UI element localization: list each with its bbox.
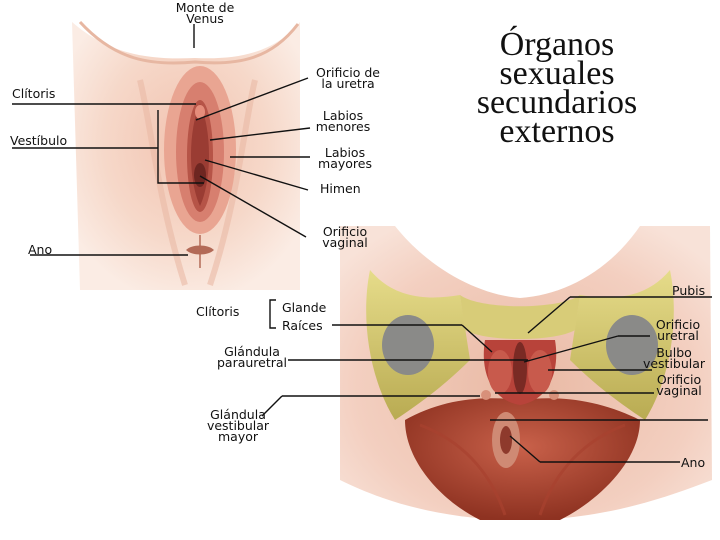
- label-monte-de-venus: Monte de Venus: [175, 0, 235, 26]
- label-himen: Himen: [320, 181, 361, 196]
- label-glande: Glande: [282, 300, 327, 315]
- label-orificio-vaginal-top: Orificio vaginal: [322, 224, 368, 250]
- label-clitoris-top: Clítoris: [12, 86, 56, 101]
- label-labios-mayores: Labios mayores: [318, 145, 372, 171]
- title-line: sexuales: [499, 55, 615, 92]
- label-bulbo-vestibular: Bulbo vestibular: [642, 345, 706, 371]
- title-line: externos: [499, 113, 615, 150]
- title-line: secundarios: [476, 84, 638, 121]
- label-glandula-parauretral: Glándula parauretral: [216, 344, 288, 370]
- pelvic-view-illustration: [340, 226, 712, 520]
- label-ano-top: Ano: [28, 242, 53, 257]
- title-line: Órganos: [499, 26, 615, 63]
- label-orificio-vaginal-bottom: Orificio vaginal: [656, 372, 702, 398]
- label-vestibulo: Vestíbulo: [10, 133, 68, 148]
- label-clitoris-bottom: Clítoris: [196, 304, 240, 319]
- diagram-title: Órganos sexuales secundarios externos: [452, 26, 662, 150]
- label-pubis: Pubis: [672, 283, 706, 298]
- label-labios-menores: Labios menores: [315, 108, 371, 134]
- leader-lines: [12, 24, 712, 463]
- label-raices: Raíces: [282, 318, 323, 333]
- label-glandula-vestibular-mayor: Glándula vestibular mayor: [206, 407, 270, 444]
- external-view-illustration: [72, 20, 300, 290]
- label-orificio-uretra: Orificio de la uretra: [316, 65, 380, 91]
- label-ano-bottom: Ano: [681, 455, 706, 470]
- label-orificio-uretral: Orificio uretral: [655, 317, 701, 343]
